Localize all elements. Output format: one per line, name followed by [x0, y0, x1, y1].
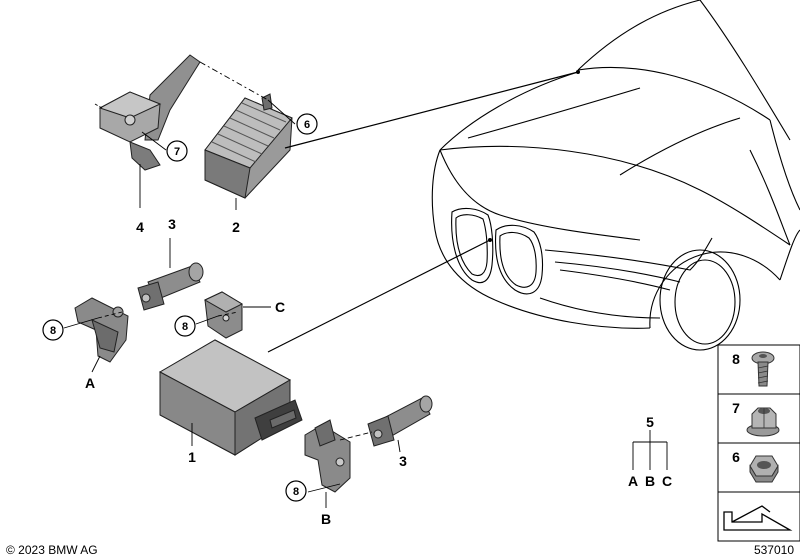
part-2-control-unit-finned	[204, 93, 293, 199]
arrow-icon	[723, 505, 793, 531]
label-5-c: C	[662, 473, 672, 489]
label-8-b: 8	[293, 486, 299, 498]
leader-lines	[63, 61, 668, 508]
label-a: A	[85, 375, 95, 391]
hex-nut-icon	[749, 455, 779, 483]
callout-8-b: 8	[285, 480, 307, 502]
legend-num-8: 8	[732, 351, 740, 367]
bracket-b	[304, 419, 351, 493]
label-8-c: 8	[182, 321, 188, 333]
part-3-actuator-upper	[137, 262, 204, 311]
car-front-outline	[431, 0, 800, 351]
label-3-lower: 3	[399, 453, 407, 469]
label-6: 6	[304, 119, 310, 131]
screw-icon	[751, 351, 775, 387]
callout-8-c: 8	[174, 315, 196, 337]
label-1: 1	[188, 449, 196, 465]
label-5: 5	[646, 414, 654, 430]
label-4: 4	[136, 219, 144, 235]
label-8-a: 8	[50, 325, 56, 337]
label-c: C	[275, 299, 285, 315]
flange-nut-icon	[746, 407, 780, 437]
part-3-actuator-lower	[367, 395, 433, 447]
legend-num-7: 7	[732, 400, 740, 416]
label-7: 7	[174, 146, 180, 158]
callout-8-a: 8	[42, 319, 64, 341]
callout-6: 6	[296, 113, 318, 135]
copyright-text: © 2023 BMW AG	[6, 543, 98, 557]
callout-7: 7	[166, 140, 188, 162]
legend-num-6: 6	[732, 449, 740, 465]
label-5-a: A	[628, 473, 638, 489]
part-1-control-unit	[158, 339, 303, 456]
bracket-c	[203, 291, 244, 339]
bracket-a	[74, 297, 129, 363]
diagram-number: 537010	[754, 543, 794, 557]
part-4-bracket	[98, 54, 201, 171]
label-b: B	[321, 511, 331, 527]
label-3-upper: 3	[168, 216, 176, 232]
fastener-legend: 8 7 6	[717, 344, 800, 542]
label-5-b: B	[645, 473, 655, 489]
label-2: 2	[232, 219, 240, 235]
